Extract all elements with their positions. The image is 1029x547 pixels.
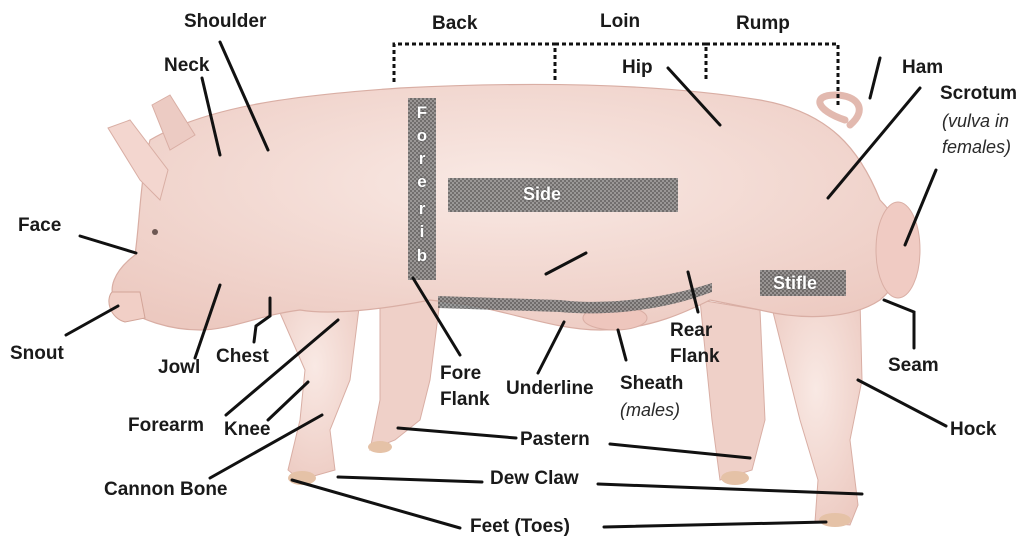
leader-dew-claw-front [338,477,482,482]
label-loin: Loin [600,12,640,33]
label-underline: Underline [506,379,594,400]
fore-rib-letter: F [411,103,433,123]
label-hock: Hock [950,420,996,441]
leader-underline [538,322,564,373]
label-ham: Ham [902,58,943,79]
label-knee: Knee [224,420,270,441]
leader-hock [858,380,946,426]
label-jowl: Jowl [158,358,200,379]
leader-face [80,236,136,253]
leader-scrotum [905,170,936,245]
side-label: Side [523,184,561,205]
front-leg-near [270,290,360,480]
label-rump: Rump [736,14,790,35]
label-neck: Neck [164,56,209,77]
leader-snout [66,306,118,335]
leader-ham-tail [870,58,880,98]
label-scrotum-note-1: (vulva in [942,110,1009,133]
label-dew-claw: Dew Claw [490,469,579,490]
label-pastern: Pastern [520,430,590,451]
pig-tail [820,95,859,125]
pig-scrotum [876,202,920,298]
leader-sheath [618,330,626,360]
side-region [448,178,678,212]
fore-rib-letter: i [411,222,433,242]
leader-seam [884,300,914,348]
fore-rib-letter: r [411,199,433,219]
fore-rib-letter: o [411,126,433,146]
hoof [368,441,392,453]
hoof [819,513,851,527]
label-hip: Hip [622,58,653,79]
label-forearm: Forearm [128,416,204,437]
leader-feet-rear [604,522,826,527]
label-snout: Snout [10,344,64,365]
label-sheath: Sheath [620,374,683,395]
stifle-label: Stifle [773,273,817,294]
fore-rib-letter: e [411,172,433,192]
label-seam: Seam [888,356,939,377]
back-bracket [394,44,555,82]
fore-rib-letter: b [411,246,433,266]
label-fore-flank-1: Fore [440,364,481,385]
label-sheath-note: (males) [620,399,680,422]
label-scrotum-note-2: females) [942,136,1011,159]
fore-rib-letter: r [411,149,433,169]
pig-ear-front [108,120,168,200]
label-rear-flank-1: Rear [670,321,712,342]
label-scrotum: Scrotum [940,84,1017,105]
label-chest: Chest [216,347,269,368]
pig-eye [152,229,158,235]
hoof [721,471,749,485]
label-fore-flank-2: Flank [440,390,490,411]
label-shoulder: Shoulder [184,12,266,33]
label-cannon-bone: Cannon Bone [104,480,228,501]
leader-feet-front [292,480,460,528]
label-back: Back [432,14,477,35]
label-rear-flank-2: Flank [670,347,720,368]
leader-pastern-front [398,428,516,438]
label-face: Face [18,216,61,237]
label-feet-toes: Feet (Toes) [470,517,570,538]
